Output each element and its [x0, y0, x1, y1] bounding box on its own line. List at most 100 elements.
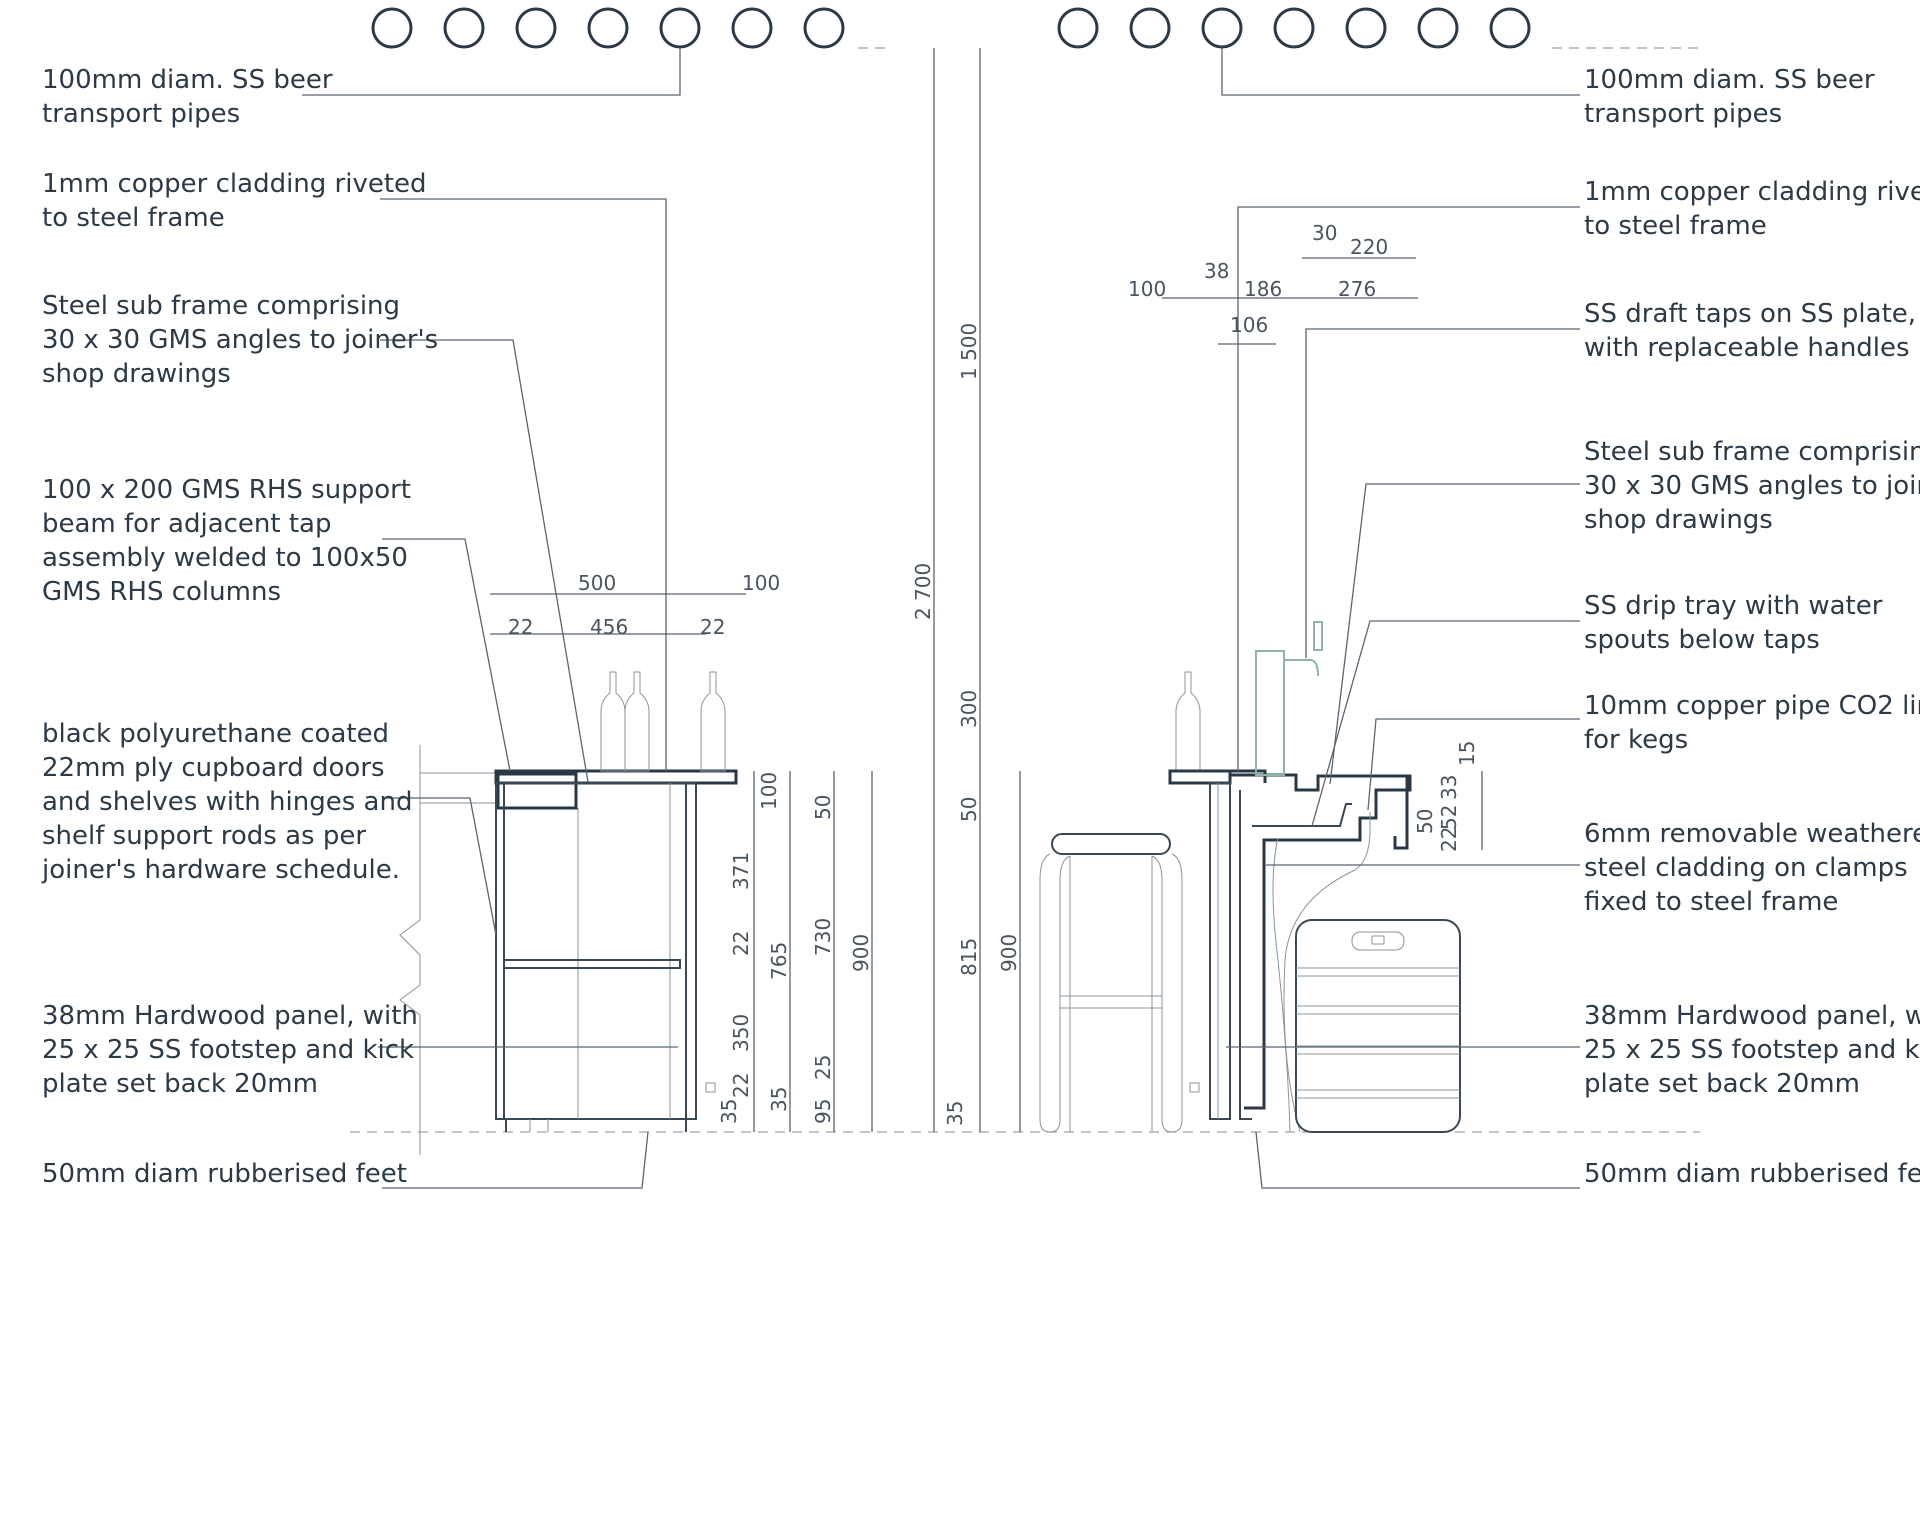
note-right-feet: 50mm diam rubberised feet: [1584, 1159, 1920, 1189]
pipe-circle: [515, 7, 557, 49]
dim-label: 220: [1350, 235, 1388, 259]
leader-lines: [302, 48, 1580, 1189]
steel-frame: [1252, 803, 1352, 827]
co2-line: [1283, 812, 1371, 1133]
leader-line: [302, 48, 681, 96]
hardwood-panel: [685, 782, 697, 1120]
note-right-co2: 10mm copper pipe CO2 line for kegs: [1584, 691, 1920, 755]
counter-top: [1228, 769, 1267, 783]
pipe-circle: [1201, 7, 1243, 49]
dim-label: 95: [811, 1099, 835, 1124]
pipe-circle: [1417, 7, 1459, 49]
note-left-rhs-beam: 100 x 200 GMS RHS support beam for adjac…: [42, 475, 419, 607]
note-left-pipes: 100mm diam. SS beer transport pipes: [42, 65, 341, 129]
bottle: [600, 671, 626, 772]
dim-label: 730: [811, 918, 835, 956]
bottles: [600, 671, 726, 772]
leader-line: [380, 339, 589, 783]
note-right-subframe: Steel sub frame comprising 30 x 30 GMS a…: [1584, 437, 1920, 535]
footstep: [705, 1082, 716, 1093]
beer-keg: [1295, 919, 1461, 1133]
left-dimensions: 500 100 22 456 22 100 371 22 350 22 35 7…: [508, 571, 873, 1124]
note-left-hardwood: 38mm Hardwood panel, with 25 x 25 SS foo…: [42, 1001, 426, 1099]
tap-handle: [1313, 621, 1323, 651]
pipe-circle: [659, 7, 701, 49]
pipe-circle: [1057, 7, 1099, 49]
dim-label: 900: [997, 934, 1021, 972]
beer-pipes-left: [371, 7, 845, 49]
pipe-circle: [1489, 7, 1531, 49]
dim-label: 35: [943, 1101, 967, 1126]
wall-break-line: [399, 745, 421, 1155]
keg-handle: [1351, 931, 1405, 951]
leader-line: [382, 1131, 649, 1189]
pipe-circle: [731, 7, 773, 49]
dim-label: 371: [729, 852, 753, 890]
support-beam: [496, 772, 578, 810]
steel-frame: [1239, 790, 1252, 1120]
dim-label: 22: [700, 615, 725, 639]
dim-label: 100: [757, 772, 781, 810]
keg-body: [1295, 919, 1461, 1133]
leader-line: [1237, 206, 1580, 771]
beer-pipes-right: [1057, 7, 1531, 49]
dim-label: 100: [742, 571, 780, 595]
note-right-taps: SS draft taps on SS plate, with replacea…: [1584, 299, 1920, 363]
dim-label: 52: [1437, 805, 1461, 830]
bottle: [700, 671, 726, 772]
dim-label: 22: [508, 615, 533, 639]
leader-line: [1367, 718, 1580, 811]
dim-label: 815: [957, 938, 981, 976]
left-notes: 100mm diam. SS beer transport pipes 1mm …: [41, 65, 438, 1189]
hardwood-panel: [1209, 782, 1231, 1120]
keg-valve: [1371, 935, 1385, 945]
pipe-circle: [1273, 7, 1315, 49]
right-dimensions: 30 220 38 100 186 276 106 15 33 52 22 50: [1128, 221, 1479, 852]
leader-line: [1221, 48, 1580, 96]
dim-label: 500: [578, 571, 616, 595]
tap-spout: [1284, 659, 1319, 677]
dim-label: 1 500: [957, 323, 981, 380]
leader-line: [1329, 483, 1580, 785]
dim-label: 33: [1437, 775, 1461, 800]
bar-stool: [1039, 833, 1183, 1133]
dim-label: 300: [957, 690, 981, 728]
dim-label: 22: [1437, 827, 1461, 852]
counter-top: [1168, 769, 1232, 785]
dim-label: 765: [767, 942, 791, 980]
pipe-circle: [443, 7, 485, 49]
stool-leg: [1151, 853, 1183, 1133]
shelf: [503, 959, 681, 969]
dim-label: 2 700: [911, 563, 935, 620]
dim-label: 900: [849, 934, 873, 972]
dim-label: 100: [1128, 277, 1166, 301]
footstep: [1189, 1082, 1200, 1093]
left-bar-section: [399, 671, 738, 1155]
dim-label: 30: [1312, 221, 1337, 245]
dim-label: 276: [1338, 277, 1376, 301]
pipe-circle: [371, 7, 413, 49]
pipe-circle: [1345, 7, 1387, 49]
note-right-copper: 1mm copper cladding riveted to steel fra…: [1584, 177, 1920, 241]
drip-tray-edge: [1393, 774, 1409, 850]
dim-label: 35: [767, 1087, 791, 1112]
leader-line: [382, 538, 511, 772]
note-right-hardwood: 38mm Hardwood panel, with 25 x 25 SS foo…: [1584, 1001, 1920, 1099]
dim-label: 456: [590, 615, 628, 639]
right-notes: 100mm diam. SS beer transport pipes 1mm …: [1584, 65, 1920, 1189]
pipe-circle: [803, 7, 845, 49]
dim-label: 186: [1244, 277, 1282, 301]
dim-label: 350: [729, 1014, 753, 1052]
center-dimensions: 2 700 1 500 300 50 815 35 900: [911, 323, 1021, 1126]
dim-label: 50: [811, 795, 835, 820]
leader-line: [380, 198, 667, 771]
note-right-cladding: 6mm removable weathered steel cladding o…: [1584, 819, 1920, 917]
steel-cladding: [1230, 773, 1412, 1110]
note-left-copper: 1mm copper cladding riveted to steel fra…: [42, 169, 435, 233]
leader-line: [382, 797, 497, 936]
stool-leg: [1039, 853, 1071, 1133]
bottle: [624, 671, 650, 772]
leader-line: [1255, 1131, 1580, 1189]
dim-label: 106: [1230, 313, 1268, 337]
